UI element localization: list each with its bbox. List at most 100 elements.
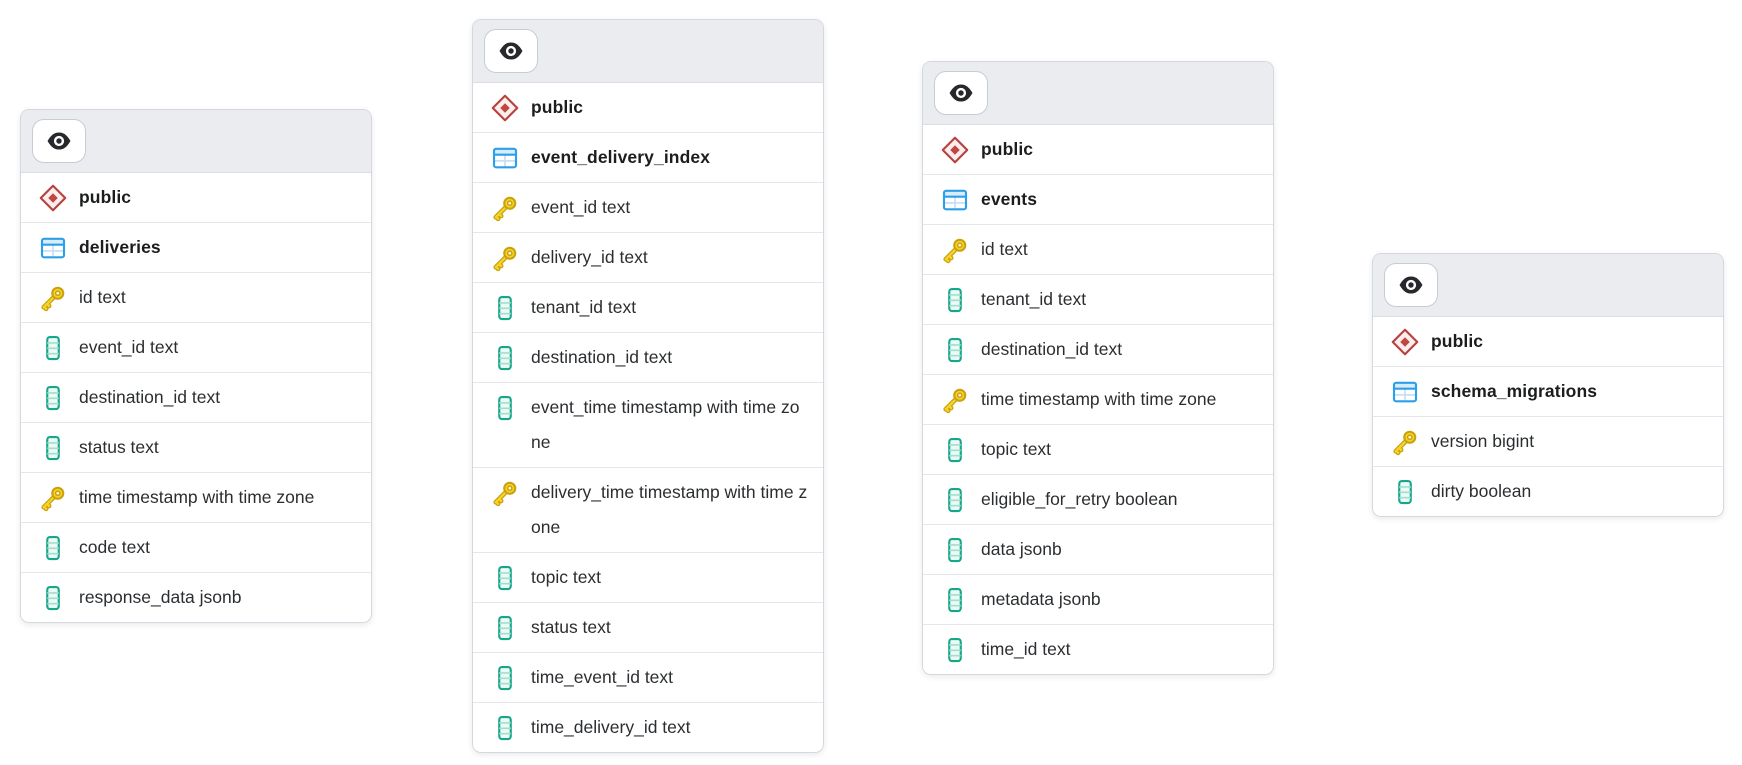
column-row[interactable]: destination_id text bbox=[21, 372, 371, 422]
key-icon bbox=[1389, 424, 1421, 459]
visibility-toggle-button[interactable] bbox=[934, 71, 988, 115]
column-label: data jsonb bbox=[981, 539, 1062, 559]
schema-diamond-icon bbox=[489, 90, 521, 125]
column-label: topic text bbox=[981, 439, 1052, 459]
column-row[interactable]: time_id text bbox=[923, 624, 1273, 674]
eye-icon bbox=[1396, 272, 1426, 298]
column-row[interactable]: topic text bbox=[923, 424, 1273, 474]
visibility-toggle-button[interactable] bbox=[1384, 263, 1438, 307]
column-row[interactable]: time_event_id text bbox=[473, 652, 823, 702]
column-label: destination_id text bbox=[981, 339, 1123, 359]
column-label: delivery_id text bbox=[531, 247, 648, 267]
key-icon bbox=[939, 382, 971, 417]
column-row[interactable]: dirty boolean bbox=[1373, 466, 1723, 516]
column-icon bbox=[37, 530, 69, 565]
column-icon bbox=[489, 710, 521, 745]
column-row[interactable]: metadata jsonb bbox=[923, 574, 1273, 624]
column-label: dirty boolean bbox=[1431, 481, 1532, 501]
table-name-row[interactable]: deliveries bbox=[21, 222, 371, 272]
table-icon bbox=[939, 182, 971, 217]
column-row[interactable]: version bigint bbox=[1373, 416, 1723, 466]
table-card-header bbox=[1373, 254, 1723, 317]
column-row[interactable]: destination_id text bbox=[923, 324, 1273, 374]
column-row[interactable]: response_data jsonb bbox=[21, 572, 371, 622]
schema-row[interactable]: public bbox=[1373, 317, 1723, 366]
column-row[interactable]: tenant_id text bbox=[923, 274, 1273, 324]
table-node-event_delivery_index[interactable]: public event_delivery_index event_id tex… bbox=[472, 19, 824, 753]
column-row[interactable]: data jsonb bbox=[923, 524, 1273, 574]
key-icon bbox=[939, 232, 971, 267]
column-icon bbox=[489, 610, 521, 645]
column-label: id text bbox=[79, 287, 126, 307]
visibility-toggle-button[interactable] bbox=[484, 29, 538, 73]
table-card-header bbox=[21, 110, 371, 173]
visibility-toggle-button[interactable] bbox=[32, 119, 86, 163]
column-row[interactable]: event_time timestamp with time zone bbox=[473, 382, 823, 467]
schema-row[interactable]: public bbox=[473, 83, 823, 132]
column-label: tenant_id text bbox=[531, 297, 637, 317]
column-icon bbox=[489, 390, 521, 425]
column-row[interactable]: status text bbox=[473, 602, 823, 652]
column-row[interactable]: time timestamp with time zone bbox=[923, 374, 1273, 424]
column-label: time_id text bbox=[981, 639, 1071, 659]
column-icon bbox=[489, 560, 521, 595]
column-row[interactable]: event_id text bbox=[21, 322, 371, 372]
column-label: destination_id text bbox=[531, 347, 673, 367]
column-label: version bigint bbox=[1431, 431, 1535, 451]
column-label: time timestamp with time zone bbox=[981, 389, 1217, 409]
column-label: event_time timestamp with time zone bbox=[531, 397, 800, 452]
column-row[interactable]: tenant_id text bbox=[473, 282, 823, 332]
column-row[interactable]: id text bbox=[21, 272, 371, 322]
key-icon bbox=[37, 480, 69, 515]
column-label: destination_id text bbox=[79, 387, 221, 407]
column-row[interactable]: destination_id text bbox=[473, 332, 823, 382]
column-icon bbox=[489, 660, 521, 695]
column-label: event_id text bbox=[79, 337, 179, 357]
column-icon bbox=[37, 330, 69, 365]
table-icon bbox=[489, 140, 521, 175]
table-name: deliveries bbox=[79, 237, 161, 257]
column-icon bbox=[939, 532, 971, 567]
column-row[interactable]: delivery_time timestamp with time zone bbox=[473, 467, 823, 552]
column-row[interactable]: delivery_id text bbox=[473, 232, 823, 282]
table-node-schema_migrations[interactable]: public schema_migrations version bigint d… bbox=[1372, 253, 1724, 517]
column-icon bbox=[37, 380, 69, 415]
table-name: events bbox=[981, 189, 1038, 209]
column-row[interactable]: eligible_for_retry boolean bbox=[923, 474, 1273, 524]
table-name-row[interactable]: events bbox=[923, 174, 1273, 224]
column-row[interactable]: id text bbox=[923, 224, 1273, 274]
column-row[interactable]: time timestamp with time zone bbox=[21, 472, 371, 522]
eye-icon bbox=[44, 128, 74, 154]
column-icon bbox=[37, 430, 69, 465]
column-label: status text bbox=[531, 617, 611, 637]
schema-diamond-icon bbox=[1389, 324, 1421, 359]
column-icon bbox=[939, 282, 971, 317]
table-card-header bbox=[473, 20, 823, 83]
table-name-row[interactable]: schema_migrations bbox=[1373, 366, 1723, 416]
table-name-row[interactable]: event_delivery_index bbox=[473, 132, 823, 182]
column-label: event_id text bbox=[531, 197, 631, 217]
column-row[interactable]: time_delivery_id text bbox=[473, 702, 823, 752]
schema-row[interactable]: public bbox=[21, 173, 371, 222]
schema-name: public bbox=[79, 187, 132, 207]
key-icon bbox=[489, 190, 521, 225]
column-row[interactable]: code text bbox=[21, 522, 371, 572]
column-row[interactable]: event_id text bbox=[473, 182, 823, 232]
column-label: topic text bbox=[531, 567, 602, 587]
column-icon bbox=[37, 580, 69, 615]
table-node-deliveries[interactable]: public deliveries id text event_id text de… bbox=[20, 109, 372, 623]
eye-icon bbox=[946, 80, 976, 106]
schema-row[interactable]: public bbox=[923, 125, 1273, 174]
schema-name: public bbox=[1431, 331, 1484, 351]
schema-diamond-icon bbox=[37, 180, 69, 215]
key-icon bbox=[489, 475, 521, 510]
column-icon bbox=[1389, 474, 1421, 509]
column-label: delivery_time timestamp with time zone bbox=[531, 482, 808, 537]
column-row[interactable]: topic text bbox=[473, 552, 823, 602]
column-label: eligible_for_retry boolean bbox=[981, 489, 1178, 509]
column-icon bbox=[489, 340, 521, 375]
column-row[interactable]: status text bbox=[21, 422, 371, 472]
schema-diamond-icon bbox=[939, 132, 971, 167]
